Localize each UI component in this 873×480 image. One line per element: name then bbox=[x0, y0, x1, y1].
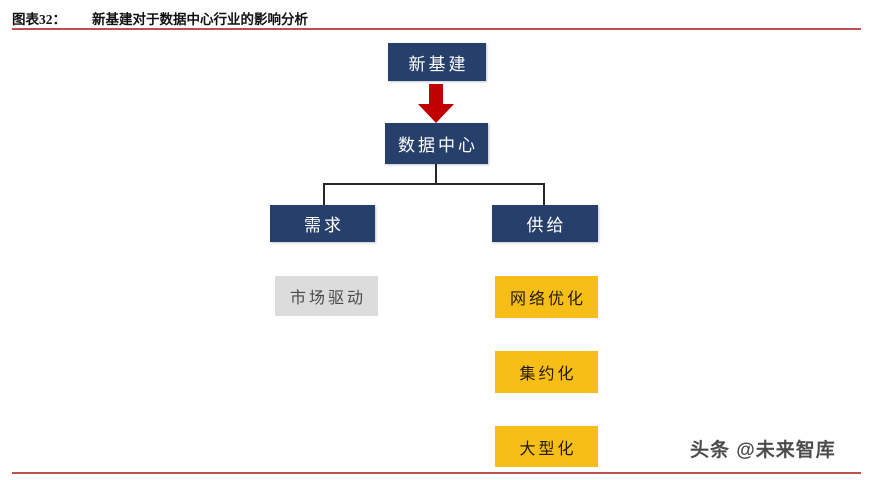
arrow-down-red-icon bbox=[418, 84, 454, 123]
footer-divider-rule bbox=[12, 472, 861, 474]
connector-horizontal-bus bbox=[323, 183, 545, 185]
node-intensification[interactable]: 集约化 bbox=[495, 351, 598, 393]
connector-trunk-vertical bbox=[435, 164, 437, 184]
node-datacenter[interactable]: 数据中心 bbox=[385, 123, 488, 164]
figure-number-label: 图表32： bbox=[12, 12, 66, 27]
connector-supply-drop bbox=[543, 183, 545, 206]
node-network-optimization[interactable]: 网络优化 bbox=[495, 276, 598, 318]
figure-title-row: 图表32： 新基建对于数据中心行业的影响分析 bbox=[12, 8, 861, 28]
figure-title-text: 新基建对于数据中心行业的影响分析 bbox=[92, 12, 308, 27]
connector-demand-drop bbox=[323, 183, 325, 206]
node-large-scale[interactable]: 大型化 bbox=[495, 426, 598, 467]
watermark: 头条 @未来智库 bbox=[690, 440, 836, 461]
node-market-driven[interactable]: 市场驱动 bbox=[275, 276, 378, 316]
node-supply[interactable]: 供给 bbox=[492, 205, 598, 242]
title-divider-rule bbox=[12, 28, 861, 30]
node-xinjijian[interactable]: 新基建 bbox=[388, 43, 486, 81]
node-demand[interactable]: 需求 bbox=[270, 205, 375, 242]
